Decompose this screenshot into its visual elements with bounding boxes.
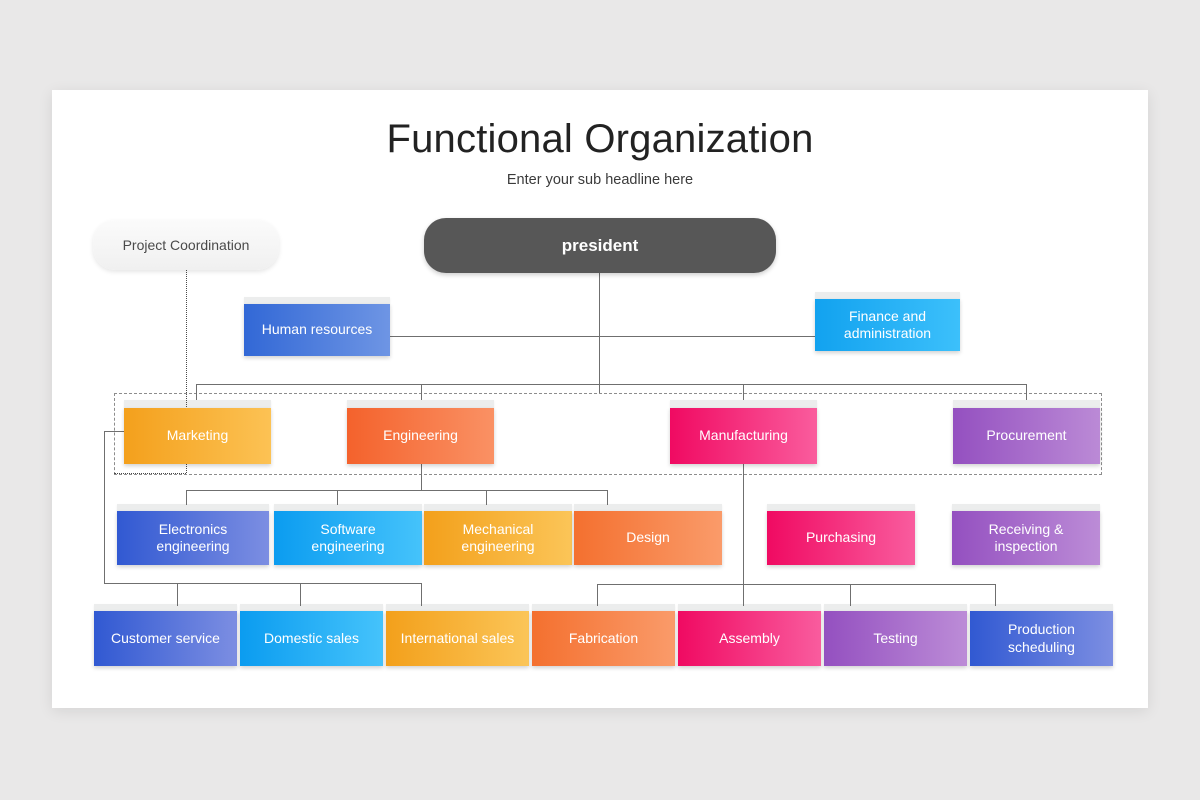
node-mechanical-engineering-line1: Mechanical	[462, 520, 534, 537]
node-customer-service-label: Customer service	[111, 629, 220, 646]
node-electronics-engineering-line2: engineering	[156, 538, 230, 554]
connector-drop-mechanical	[486, 490, 488, 505]
node-production-scheduling[interactable]: Production scheduling	[970, 611, 1113, 666]
node-human-resources-tab	[244, 297, 390, 307]
node-procurement-label: Procurement	[986, 427, 1067, 444]
node-procurement-tab	[953, 400, 1100, 411]
node-receiving-inspection-line2: inspection	[994, 538, 1058, 554]
node-finance-tab	[815, 292, 960, 302]
node-testing-label: Testing	[873, 629, 918, 646]
connector-president-down	[599, 273, 601, 336]
connector-drop-procurement	[1026, 384, 1028, 400]
node-president-label: president	[561, 235, 639, 255]
node-design[interactable]: Design	[574, 511, 722, 565]
node-production-scheduling-line1: Production	[1008, 621, 1075, 637]
connector-drop-engineering	[421, 384, 423, 400]
connector-drop-software	[337, 490, 339, 505]
connector-engineering-bar	[186, 490, 607, 492]
node-engineering-tab	[347, 400, 494, 411]
slide-canvas: Functional Organization Enter your sub h…	[52, 90, 1148, 708]
node-finance-line2: administration	[843, 325, 932, 341]
node-human-resources[interactable]: Human resources	[244, 304, 390, 356]
node-mechanical-engineering[interactable]: Mechanical engineering	[424, 511, 572, 565]
connector-drop-production	[995, 584, 997, 606]
connector-engineering-down	[421, 463, 423, 491]
connector-coordination-dotted-up	[186, 265, 187, 473]
node-testing-tab	[824, 604, 967, 615]
connector-manufacturing-down	[743, 463, 745, 585]
connector-drop-testing	[850, 584, 852, 606]
node-production-scheduling-tab	[970, 604, 1113, 615]
node-domestic-sales[interactable]: Domestic sales	[240, 611, 383, 666]
connector-drop-fabrication	[597, 584, 599, 606]
node-fabrication-tab	[532, 604, 675, 615]
node-international-sales-tab	[386, 604, 529, 615]
node-engineering-label: Engineering	[383, 427, 458, 444]
connector-drop-manufacturing	[743, 384, 745, 400]
node-software-engineering-tab	[274, 504, 422, 515]
connector-drop-electronics	[186, 490, 188, 505]
node-purchasing-tab	[767, 504, 915, 515]
node-fabrication[interactable]: Fabrication	[532, 611, 675, 666]
node-receiving-inspection[interactable]: Receiving & inspection	[952, 511, 1100, 565]
node-electronics-engineering-line1: Electronics	[158, 520, 228, 537]
node-production-scheduling-line2: scheduling	[1008, 638, 1075, 655]
node-fabrication-label: Fabrication	[568, 629, 639, 646]
connector-hr-finance-bar	[389, 336, 816, 338]
connector-drop-international-sales	[421, 583, 423, 606]
node-manufacturing-tab	[670, 400, 817, 411]
node-receiving-inspection-line1: Receiving &	[988, 520, 1064, 537]
connector-drop-design	[607, 490, 609, 505]
page-title: Functional Organization	[386, 117, 814, 161]
node-purchasing[interactable]: Purchasing	[767, 511, 915, 565]
node-manufacturing[interactable]: Manufacturing	[670, 408, 817, 464]
node-design-label: Design	[626, 529, 670, 546]
node-receiving-inspection-tab	[952, 504, 1100, 515]
connector-manufacturing-bar	[597, 584, 995, 586]
node-procurement[interactable]: Procurement	[953, 408, 1100, 464]
node-assembly-label: Assembly	[719, 629, 780, 646]
node-finance-line1: Finance and	[848, 307, 927, 324]
node-mechanical-engineering-line2: engineering	[461, 538, 535, 554]
node-marketing-label: Marketing	[166, 427, 229, 444]
node-assembly[interactable]: Assembly	[678, 611, 821, 666]
connector-drop-assembly	[743, 584, 745, 606]
connector-marketing-bottom-bar	[104, 583, 422, 585]
node-finance-administration[interactable]: Finance and administration	[815, 299, 960, 351]
node-testing[interactable]: Testing	[824, 611, 967, 666]
node-electronics-engineering-tab	[117, 504, 269, 515]
node-domestic-sales-label: Domestic sales	[264, 629, 359, 646]
node-purchasing-label: Purchasing	[805, 529, 877, 546]
page-subtitle: Enter your sub headline here	[506, 172, 694, 188]
connector-president-to-group	[599, 336, 601, 393]
connector-marketing-stub	[104, 431, 124, 433]
connector-functions-bar	[196, 384, 1026, 386]
node-design-tab	[574, 504, 722, 515]
node-domestic-sales-tab	[240, 604, 383, 615]
connector-coordination-dotted-base	[114, 473, 186, 474]
node-president[interactable]: president	[424, 218, 776, 273]
node-mechanical-engineering-tab	[424, 504, 572, 515]
node-customer-service[interactable]: Customer service	[94, 611, 237, 666]
connector-marketing-left-drop	[104, 431, 106, 584]
connector-drop-domestic-sales	[300, 583, 302, 606]
node-marketing[interactable]: Marketing	[124, 408, 271, 464]
functional-group-container	[114, 393, 1102, 475]
node-human-resources-label: Human resources	[261, 321, 373, 338]
node-software-engineering[interactable]: Software engineering	[274, 511, 422, 565]
node-international-sales-label: International sales	[400, 629, 515, 646]
node-manufacturing-label: Manufacturing	[699, 427, 788, 444]
node-assembly-tab	[678, 604, 821, 615]
node-project-coordination-label: Project Coordination	[122, 237, 250, 253]
connector-drop-customer-service	[177, 583, 179, 606]
node-software-engineering-line2: engineering	[311, 538, 385, 554]
node-customer-service-tab	[94, 604, 237, 615]
node-electronics-engineering[interactable]: Electronics engineering	[117, 511, 269, 565]
connector-drop-marketing	[196, 384, 198, 400]
node-engineering[interactable]: Engineering	[347, 408, 494, 464]
node-international-sales[interactable]: International sales	[386, 611, 529, 666]
node-marketing-tab	[124, 400, 271, 411]
node-software-engineering-line1: Software	[320, 520, 376, 537]
node-project-coordination[interactable]: Project Coordination	[93, 220, 279, 270]
